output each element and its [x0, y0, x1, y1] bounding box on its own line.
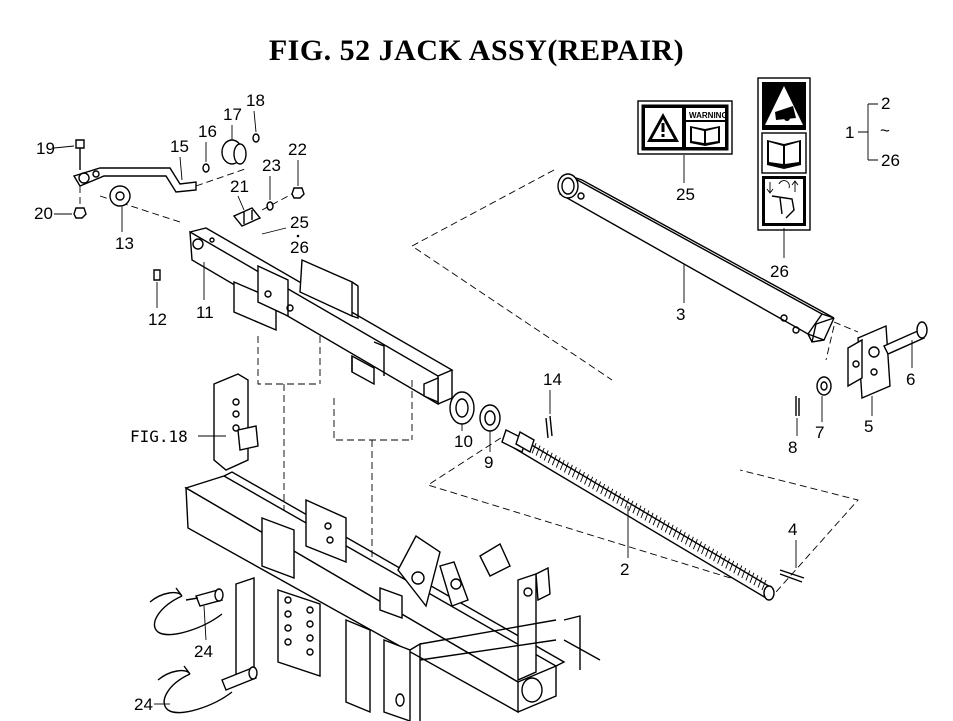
callout-6: 6	[906, 370, 915, 389]
part-23-washer: 23	[262, 156, 281, 211]
part-24-lynch-pin-lower: 24	[134, 665, 258, 714]
callout-15: 15	[170, 137, 189, 156]
part-9-nut: 9	[479, 404, 501, 472]
callout-22: 22	[288, 140, 307, 159]
part-12-grease-nipple: 12	[148, 269, 167, 329]
part-22-nut: 22	[288, 140, 307, 199]
part-11-inner-tube: 11	[189, 227, 454, 406]
callout-13: 13	[115, 234, 134, 253]
callout-21: 21	[230, 177, 249, 196]
part-21-stopper: 21	[230, 177, 262, 227]
part-20-nut: 20	[34, 204, 87, 223]
part-17-knob: 17	[221, 105, 247, 165]
callout-11: 11	[196, 303, 214, 322]
part-18-clip: 18	[246, 91, 265, 143]
callout-10: 10	[454, 432, 473, 451]
decal-warning-word: WARNING	[689, 111, 728, 120]
part-19-bolt: 19	[36, 139, 85, 170]
callout-16: 16	[198, 122, 217, 141]
part-3-outer-tube: 3	[557, 173, 835, 343]
part-13-washer: 13	[109, 185, 134, 253]
part-16-washer: 16	[198, 122, 217, 173]
callout-14: 14	[543, 370, 562, 389]
callout-8: 8	[788, 438, 797, 457]
range-to: 26	[881, 151, 900, 170]
callout-23: 23	[262, 156, 281, 175]
part-7-washer: 7	[815, 376, 832, 442]
callout-25-secondary: 25	[290, 213, 309, 232]
range-from: 2	[881, 94, 890, 113]
part-8-cotter-pin: 8	[788, 396, 800, 457]
range-brace	[858, 103, 878, 161]
part-5-bracket: 5	[847, 324, 891, 436]
part-14-pin: 14	[543, 370, 562, 439]
callout-26-secondary: 26	[290, 238, 309, 257]
crank-icon	[771, 195, 795, 219]
instruction-decal-26: 26	[757, 77, 811, 281]
callout-9: 9	[484, 453, 493, 472]
callout-5: 5	[864, 417, 873, 436]
callout-20: 20	[34, 204, 53, 223]
part-24-lynch-pin-upper: 24	[149, 587, 224, 661]
range-tilde: ~	[880, 121, 890, 140]
part-4-pin: 4	[779, 520, 805, 583]
callout-17: 17	[223, 105, 242, 124]
callout-24-lower: 24	[134, 695, 153, 714]
callout-4: 4	[788, 520, 797, 539]
fig-18-reference: FIG.18	[130, 427, 188, 446]
part-15-handle: 15	[72, 137, 197, 193]
callout-18: 18	[246, 91, 265, 110]
range-assembly-number: 1	[845, 123, 854, 142]
callout-25: 25	[676, 185, 695, 204]
warning-decal-25: WARNING 25	[637, 100, 733, 204]
part-10-bearing: 10	[449, 391, 475, 451]
callout-12: 12	[148, 310, 167, 329]
callout-24-upper: 24	[194, 642, 213, 661]
callout-3: 3	[676, 305, 685, 324]
frame-assembly: FIG.18	[130, 373, 601, 721]
callout-19: 19	[36, 139, 55, 158]
range-note: 1 2 ~ 26	[845, 94, 900, 170]
part-2-threaded-rod: 2	[501, 429, 775, 601]
figure-title: FIG. 52 JACK ASSY(REPAIR)	[268, 34, 685, 67]
part-6-pin: 6	[883, 321, 928, 389]
callout-7: 7	[815, 423, 824, 442]
callout-2: 2	[620, 560, 629, 579]
callout-26: 26	[770, 262, 789, 281]
